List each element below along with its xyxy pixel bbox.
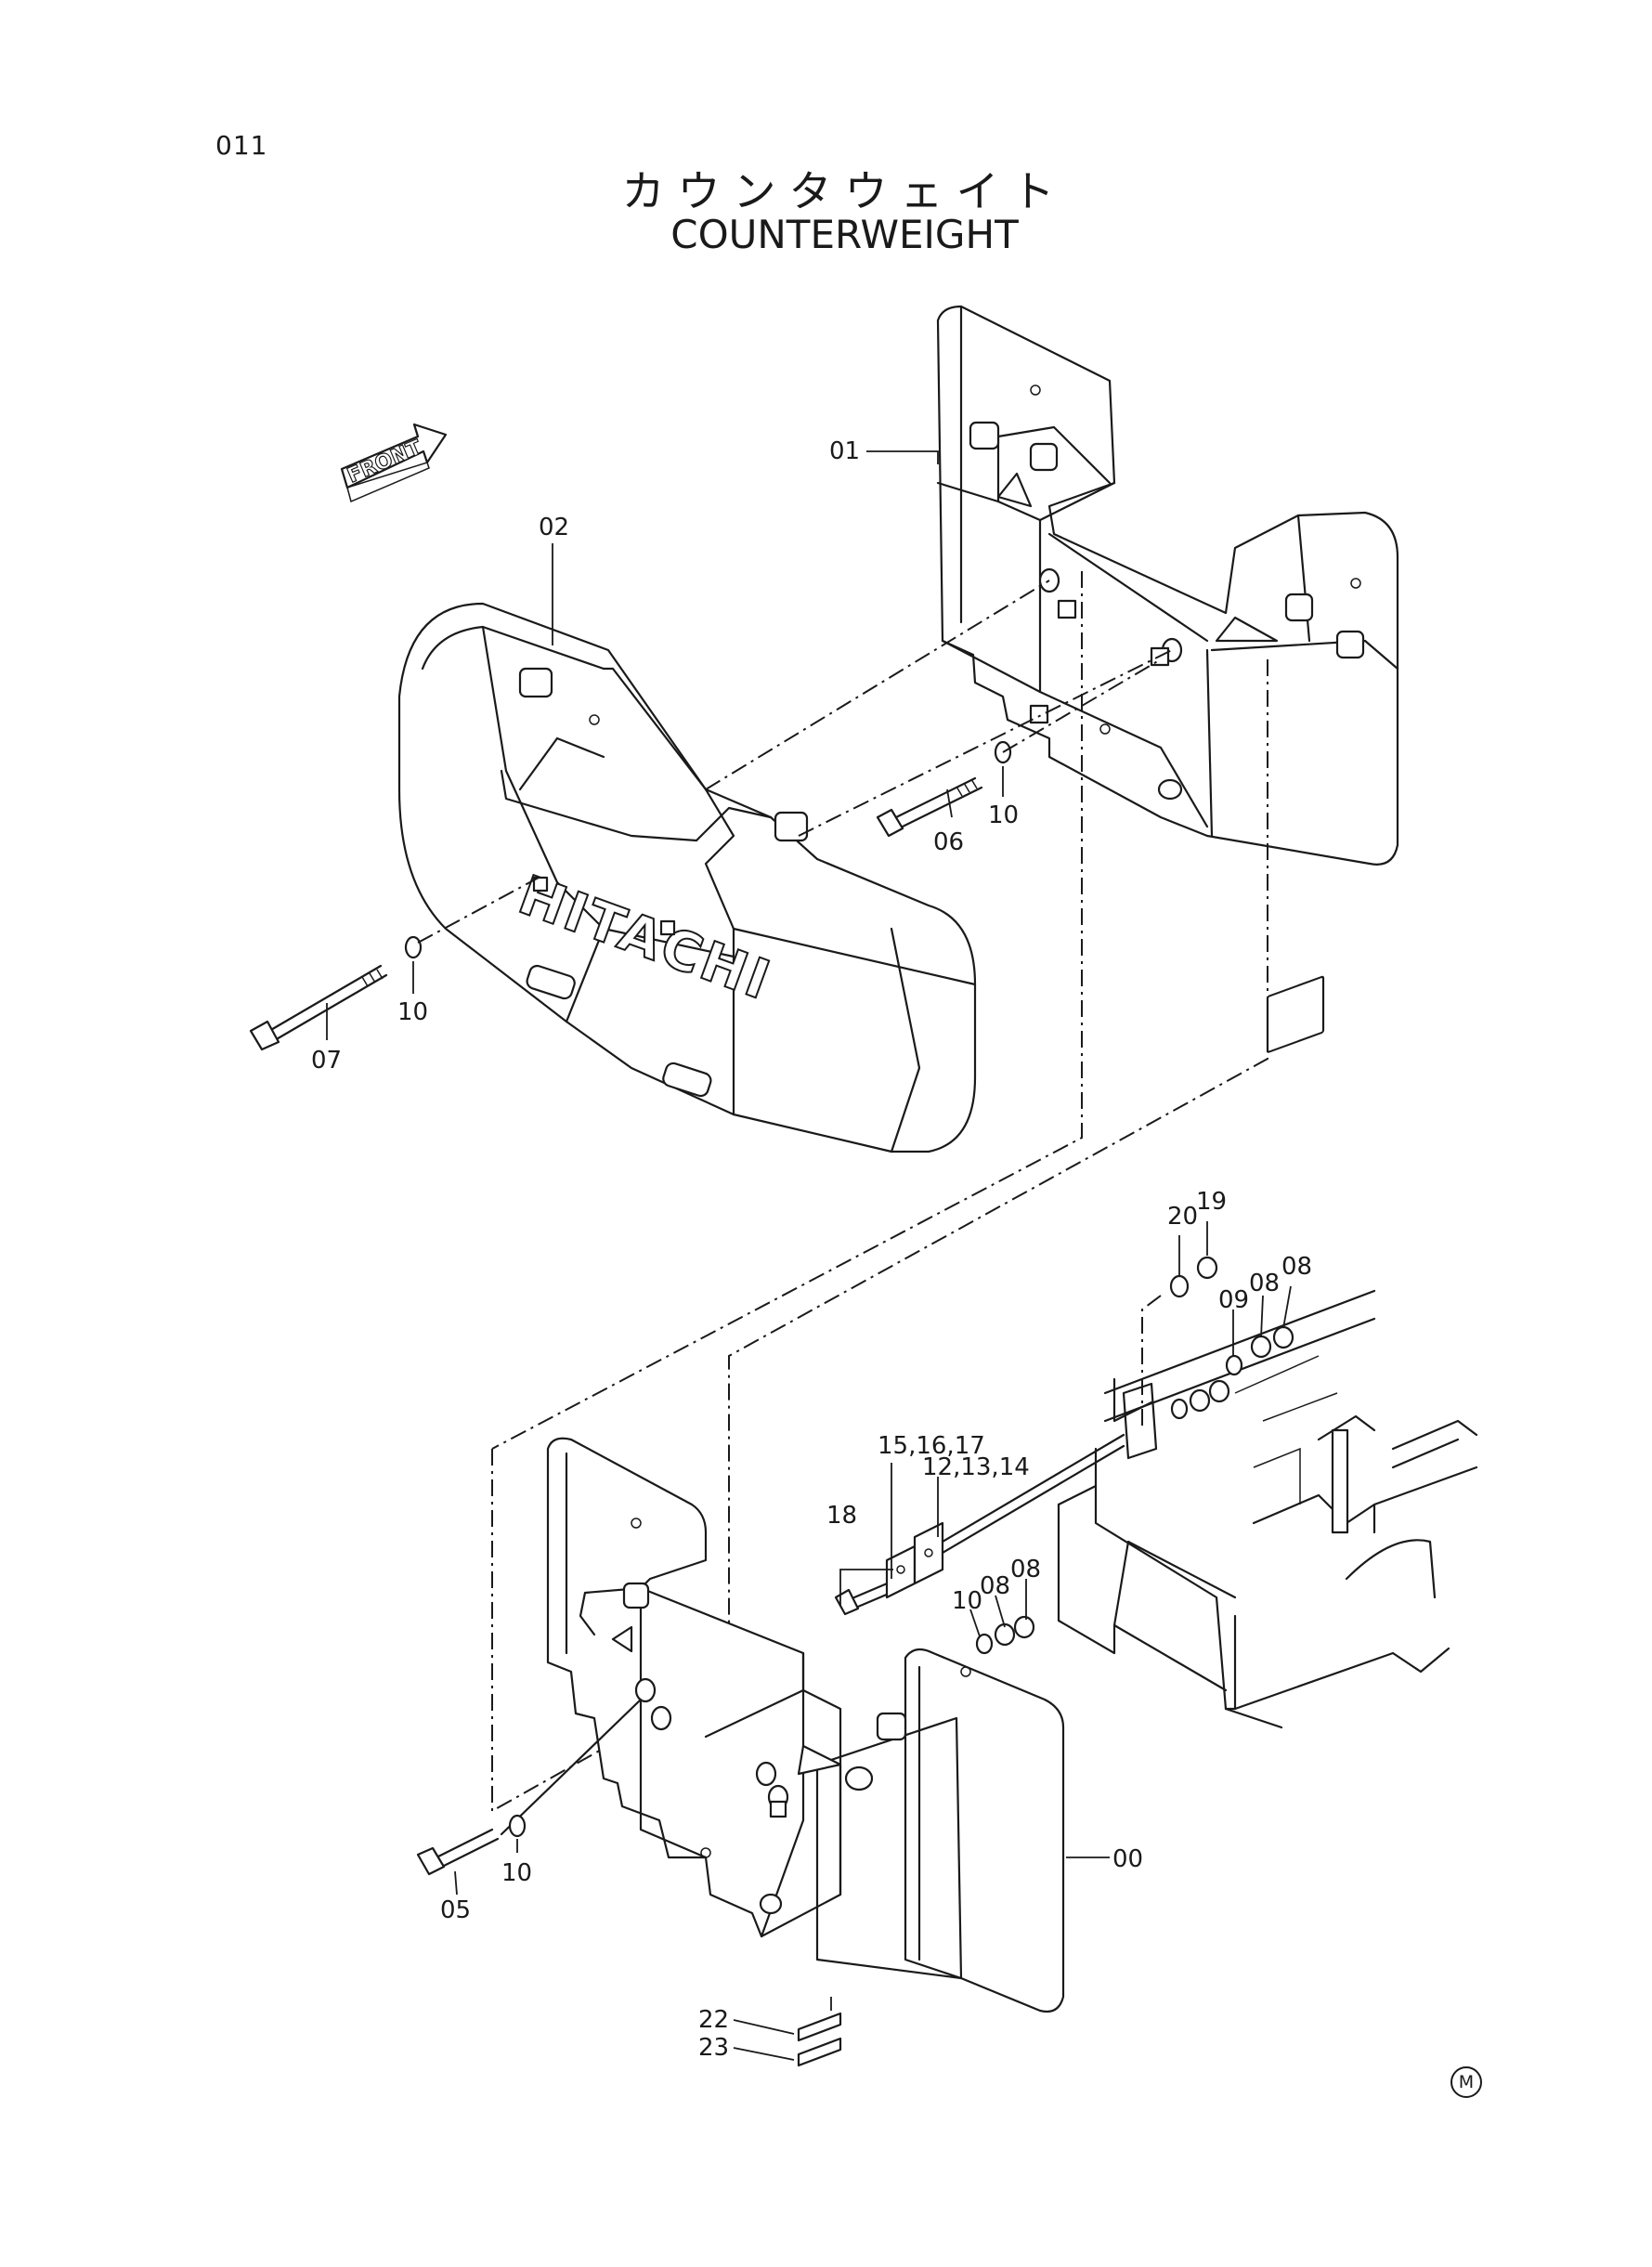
- corner-mark: M: [1450, 2066, 1482, 2098]
- callout-labels: 01 02 06 10 07 10 20 19 08 08 09 15,16,1…: [311, 437, 1312, 2062]
- counterweight-part-02: HITACHI: [397, 602, 977, 1153]
- callout-15-16-17: 15,16,17: [878, 1432, 985, 1460]
- callout-20: 20: [1167, 1203, 1198, 1231]
- callout-00: 00: [1112, 1845, 1143, 1873]
- callout-10-upper: 10: [988, 801, 1019, 829]
- front-arrow-icon: FRONT: [340, 423, 448, 503]
- upper-frame: [1057, 975, 1478, 1729]
- callout-23: 23: [698, 2034, 729, 2062]
- title-japanese: カウンタウェイト: [621, 166, 1068, 216]
- title-english: COUNTERWEIGHT: [670, 212, 1019, 257]
- callout-08-c: 08: [980, 1572, 1010, 1600]
- callout-08-d: 08: [1010, 1556, 1041, 1583]
- shim-plates-icon: [885, 1433, 1125, 1599]
- nuts-lower-icon: [975, 1615, 1035, 1655]
- bolt-07-icon: [249, 964, 388, 1051]
- page-code: 011: [215, 130, 268, 161]
- callout-10-lower: 10: [501, 1859, 532, 1887]
- callout-08-b: 08: [1281, 1253, 1312, 1281]
- callout-22: 22: [698, 2006, 729, 2034]
- callout-06: 06: [933, 828, 964, 856]
- counterweight-part-01: [936, 305, 1399, 866]
- callout-10-left: 10: [397, 998, 428, 1026]
- shims-22-23-icon: [797, 2012, 842, 2067]
- callout-12-13-14: 12,13,14: [922, 1453, 1030, 1481]
- bolt-05-icon: [416, 1698, 643, 1876]
- counterweight-left-half: [546, 1437, 842, 1938]
- callout-05: 05: [440, 1896, 471, 1924]
- callout-01: 01: [829, 437, 860, 465]
- front-label: FRONT: [345, 436, 425, 489]
- callout-02: 02: [539, 514, 569, 541]
- callout-19: 19: [1196, 1188, 1227, 1216]
- callout-08-a: 08: [1249, 1270, 1280, 1297]
- washer-10-lower-left-icon: [508, 1814, 527, 1838]
- bolt-06-icon: [876, 776, 983, 838]
- counterweight-part-00: [797, 1648, 1065, 2013]
- bolt-18-icon: [834, 1580, 897, 1616]
- washer-10-left-icon: [404, 935, 423, 959]
- callout-10-mid: 10: [952, 1587, 982, 1615]
- callout-07: 07: [311, 1047, 342, 1075]
- callout-leaders: [326, 450, 1292, 2061]
- callout-09: 09: [1218, 1286, 1249, 1314]
- callout-18: 18: [826, 1502, 857, 1530]
